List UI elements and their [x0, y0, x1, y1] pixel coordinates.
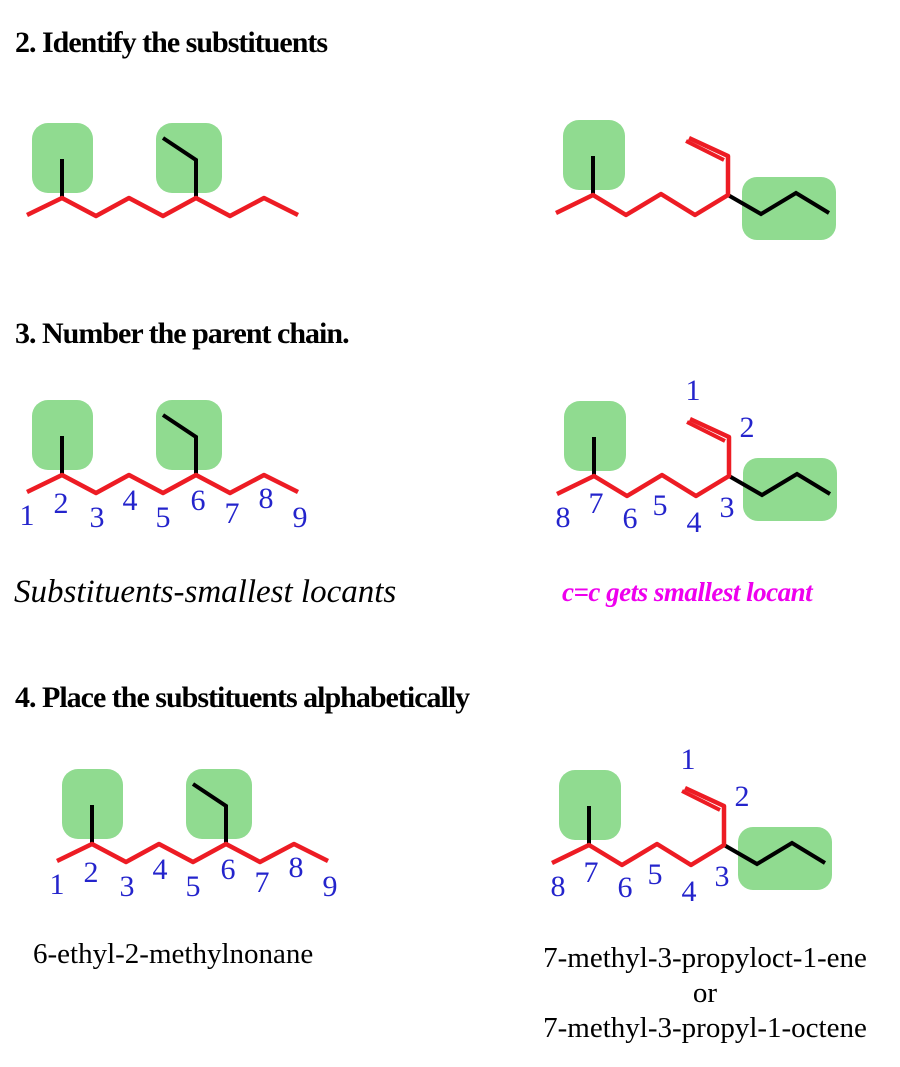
locant-8: 8 [556, 501, 571, 534]
locant-2: 2 [54, 487, 69, 520]
step4-heading: 4. Place the substituents alphabetically [15, 681, 470, 714]
nonane-structure-step3: 1 2 3 4 5 6 7 8 9 [20, 392, 308, 534]
step3-right-note: c=c gets smallest locant [562, 577, 813, 607]
locant-4: 4 [687, 506, 702, 539]
locant-3: 3 [90, 501, 105, 534]
octene-structure-step2 [544, 94, 844, 259]
nonane-structure-step2 [12, 115, 332, 255]
nonane-iupac-name: 6-ethyl-2-methylnonane [33, 938, 314, 970]
locant-2: 2 [735, 780, 750, 813]
locant-6: 6 [221, 853, 236, 886]
octene-structure-step3: 1 2 3 4 5 6 7 8 [545, 374, 845, 539]
locant-7: 7 [584, 856, 599, 889]
locant-5: 5 [186, 870, 201, 903]
octene-name-or: or [692, 977, 718, 1009]
locant-7: 7 [225, 497, 240, 530]
locant-5: 5 [156, 501, 171, 534]
step2-heading: 2. Identify the substituents [15, 26, 328, 59]
step3-left-note: Substituents-smallest locants [14, 574, 397, 610]
locant-7: 7 [255, 866, 270, 899]
octene-skeleton [556, 120, 836, 240]
locant-1: 1 [20, 499, 35, 532]
locant-1: 1 [50, 868, 65, 901]
locant-3: 3 [720, 491, 735, 524]
octene-name-variant-1: 7-methyl-3-propyloct-1-ene [543, 942, 867, 974]
step3-heading: 3. Number the parent chain. [15, 317, 350, 350]
nonane-skeleton [57, 769, 328, 862]
nonane-skeleton [27, 123, 298, 216]
octene-structure-step4: 1 2 3 4 5 6 7 8 [540, 743, 840, 908]
locant-3: 3 [715, 860, 730, 893]
octene-iupac-names: 7-methyl-3-propyloct-1-ene or 7-methyl-3… [505, 941, 900, 1046]
locant-4: 4 [682, 875, 697, 908]
locant-8: 8 [551, 870, 566, 903]
locant-8: 8 [259, 482, 274, 515]
locant-5: 5 [653, 489, 668, 522]
locant-9: 9 [323, 870, 338, 903]
locant-6: 6 [191, 484, 206, 517]
locant-4: 4 [153, 853, 168, 886]
nonane-structure-step4: 1 2 3 4 5 6 7 8 9 [50, 761, 338, 903]
locant-8: 8 [289, 851, 304, 884]
nonane-skeleton [27, 400, 298, 493]
octene-name-variant-2: 7-methyl-3-propyl-1-octene [543, 1012, 867, 1044]
locant-9: 9 [293, 501, 308, 534]
locant-6: 6 [618, 871, 633, 904]
locant-1: 1 [686, 374, 701, 407]
locant-2: 2 [84, 856, 99, 889]
locant-6: 6 [623, 502, 638, 535]
locant-7: 7 [589, 487, 604, 520]
locant-1: 1 [681, 743, 696, 776]
locant-4: 4 [123, 484, 138, 517]
locant-3: 3 [120, 870, 135, 903]
locant-2: 2 [740, 411, 755, 444]
locant-5: 5 [648, 858, 663, 891]
